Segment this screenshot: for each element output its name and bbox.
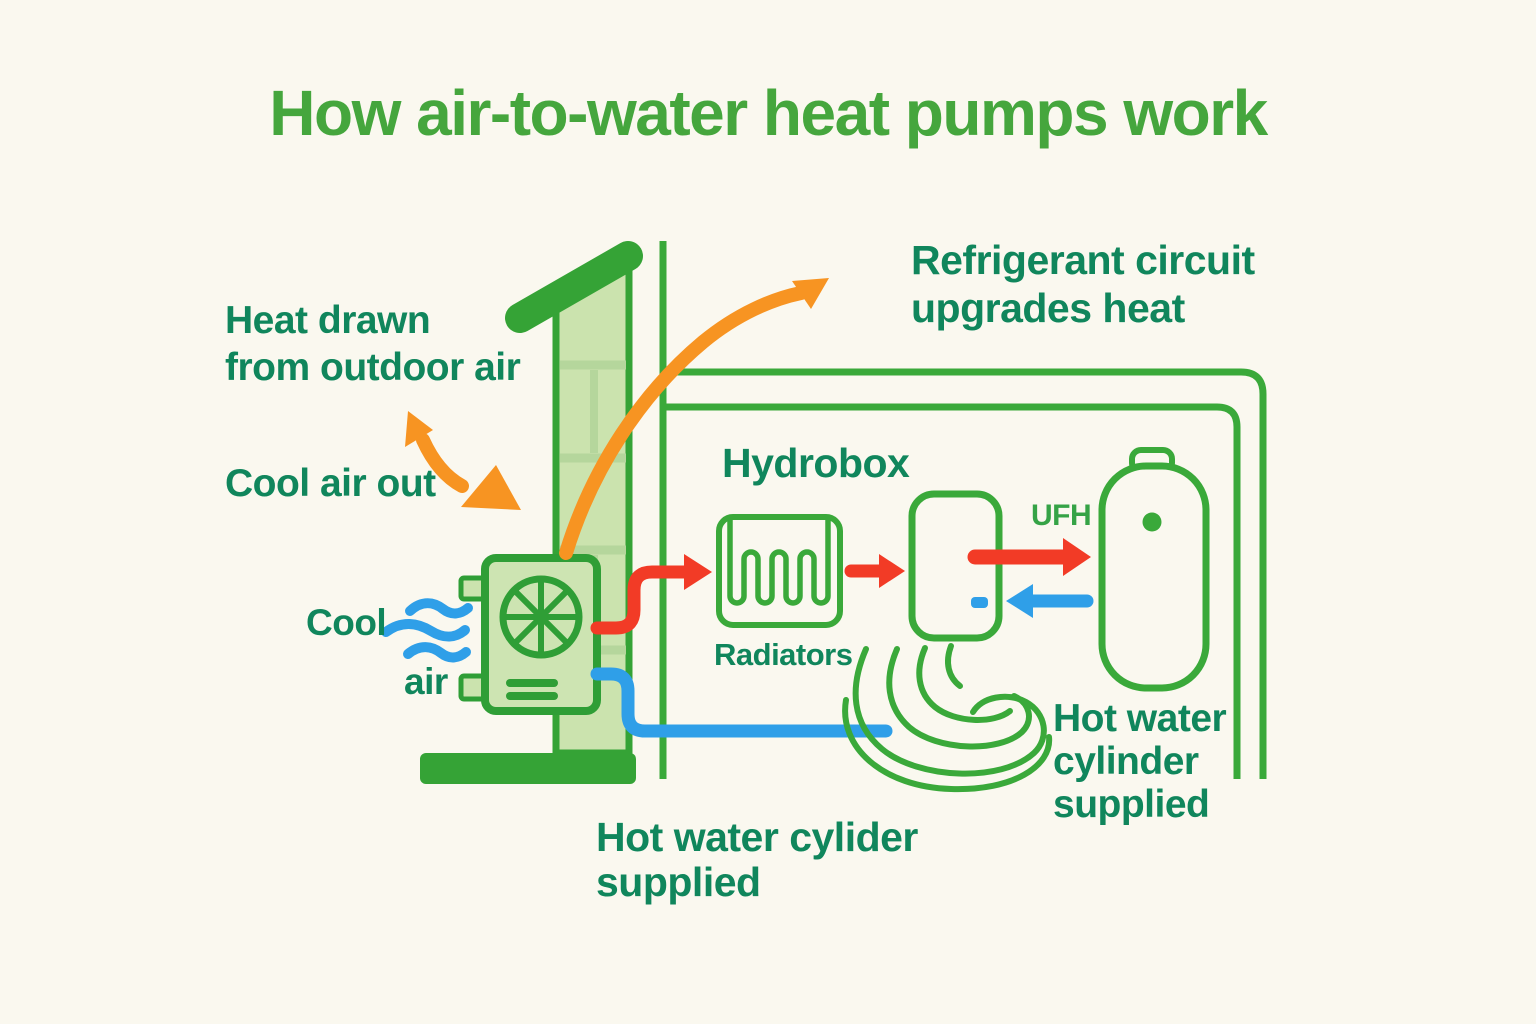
radiator-to-hydrobox-arrow <box>844 554 905 588</box>
radiator-icon <box>716 514 843 628</box>
ground-base <box>420 753 636 784</box>
hot-flow-pipe <box>590 554 712 635</box>
house-roof <box>505 241 643 333</box>
hot-flow-arrowhead <box>684 554 712 590</box>
label-cool: Cool <box>306 602 387 643</box>
label-heat-drawn-line2: from outdoor air <box>225 346 521 389</box>
ufh-flow-arrow <box>967 538 1091 576</box>
fan-icon <box>499 575 583 659</box>
label-refrigerant-line1: Refrigerant circuit <box>911 237 1255 283</box>
room-borders <box>659 241 1267 779</box>
label-hwc-line1: Hot water <box>1053 697 1227 740</box>
room-border-outer <box>663 368 1267 779</box>
refrigerant-arrowhead <box>792 278 829 309</box>
heat-swirl-icon <box>842 643 1053 793</box>
label-bottom-line1: Hot water cylider <box>596 814 918 860</box>
label-radiators: Radiators <box>714 637 853 672</box>
label-bottom-line2: supplied <box>596 859 761 905</box>
label-ufh: UFH <box>1031 499 1092 532</box>
heat-pump-unit <box>458 554 601 715</box>
room-border-inner <box>663 403 1241 779</box>
label-refrigerant-line2: upgrades heat <box>911 285 1185 331</box>
cool-air-waves-icon <box>381 598 473 663</box>
refrigerant-arrow <box>559 278 829 560</box>
label-hydrobox: Hydrobox <box>722 440 910 486</box>
return-flow-arrow <box>1006 584 1094 618</box>
label-cool-air-out: Cool air out <box>225 462 436 505</box>
cold-return-pipe <box>590 667 893 738</box>
hydrobox-port <box>971 597 988 608</box>
label-bottom-caption: Hot water cylider supplied <box>596 815 918 905</box>
label-refrigerant-circuit: Refrigerant circuit upgrades heat <box>911 236 1255 332</box>
label-hot-water-cylinder: Hot water cylinder supplied <box>1053 697 1227 826</box>
hydrobox-unit <box>908 490 1003 642</box>
cylinder-dot <box>1142 512 1162 532</box>
cylinder-body <box>1098 462 1210 692</box>
label-heat-drawn: Heat drawn from outdoor air <box>225 297 521 391</box>
label-air: air <box>404 661 448 702</box>
label-heat-drawn-line1: Heat drawn <box>225 299 431 342</box>
unit-vent-lines <box>506 679 558 700</box>
label-hwc-line2: cylinder <box>1053 740 1199 783</box>
page-title: How air-to-water heat pumps work <box>269 77 1268 149</box>
hot-water-cylinder-icon <box>1098 447 1210 692</box>
air-exchange-arrow <box>405 411 521 510</box>
label-hwc-line3: supplied <box>1053 783 1210 826</box>
